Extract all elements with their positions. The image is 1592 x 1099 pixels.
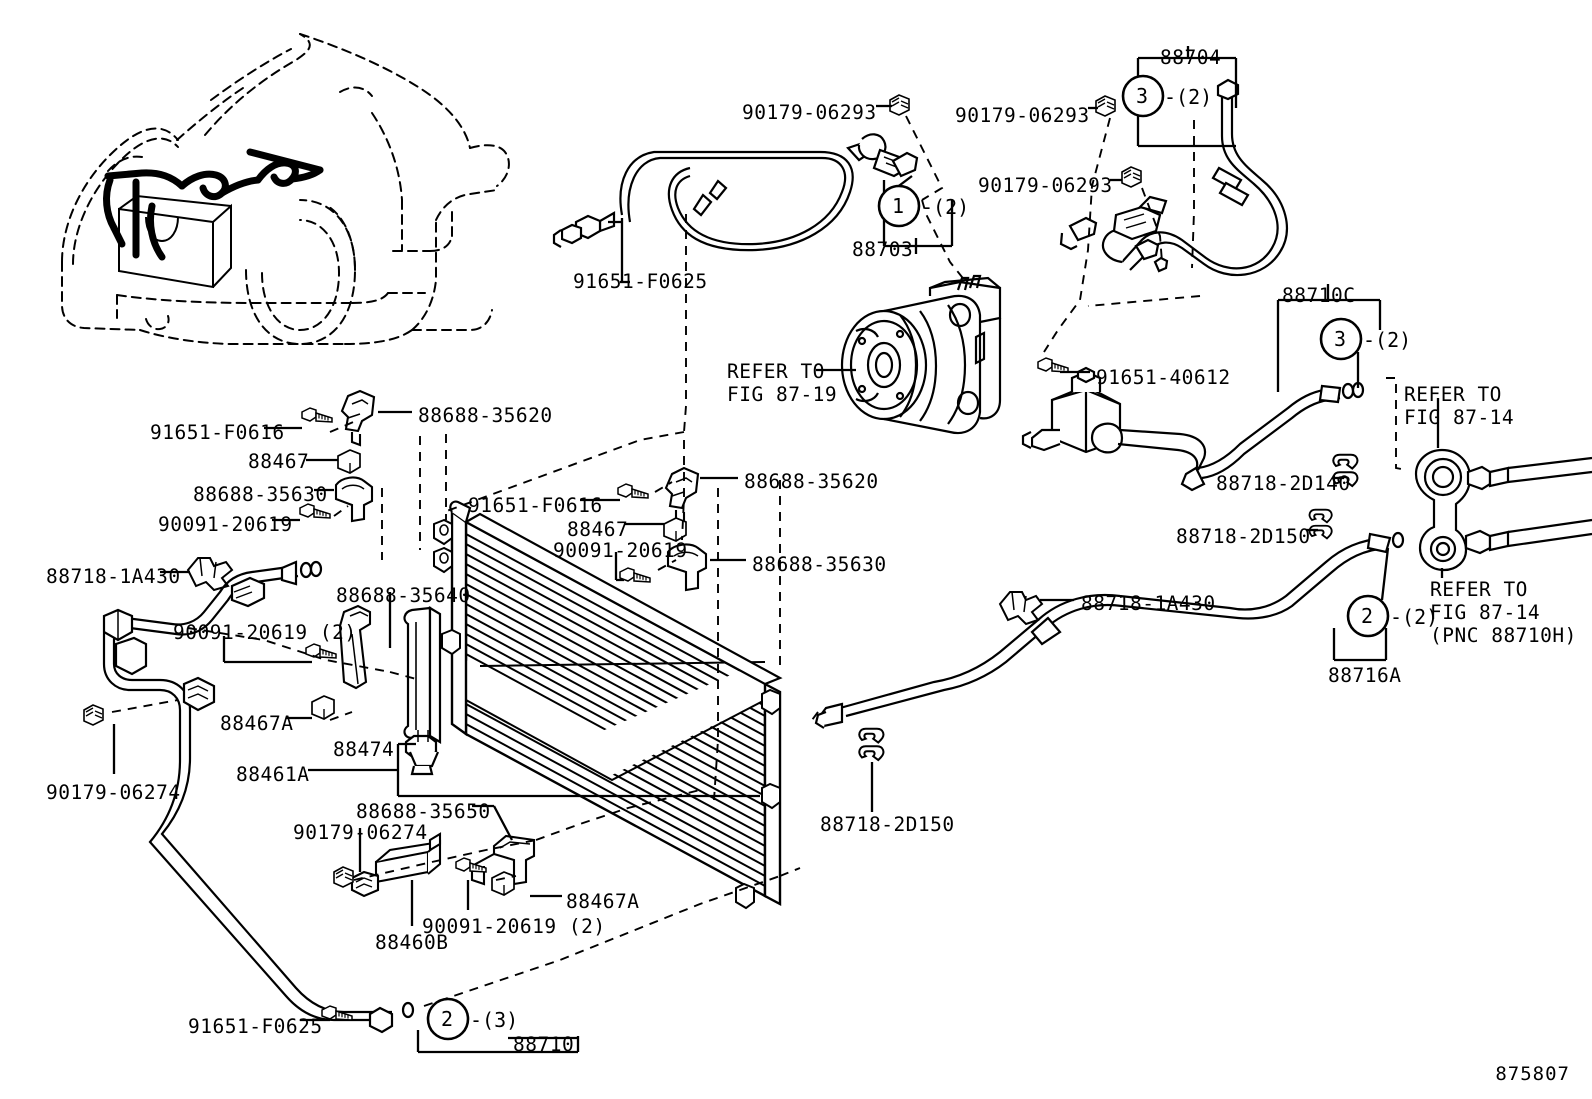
label-88718-2D150-bottom: 88718-2D150 bbox=[820, 813, 955, 836]
label-88688-35640: 88688-35640 bbox=[336, 584, 471, 607]
label-88688-35630-center: 88688-35630 bbox=[752, 553, 887, 576]
part-88718-2D150-clamp-bottom bbox=[858, 727, 885, 761]
label-91651-F0625-bottom: 91651-F0625 bbox=[188, 1015, 323, 1038]
label-88688-35620-center: 88688-35620 bbox=[744, 470, 879, 493]
label-refer-fig-87-14-b: REFER TO FIG 87-14 (PNC 88710H) bbox=[1430, 578, 1577, 647]
part-88688-35630-bracket-left bbox=[334, 476, 374, 523]
cushion-88467A-bottom bbox=[491, 871, 515, 896]
label-91651-F0616-center: 91651-F0616 bbox=[468, 494, 603, 517]
cushion-88467-left bbox=[337, 449, 361, 474]
label-88703: 88703 bbox=[852, 238, 914, 261]
part-88703-discharge-hose bbox=[552, 133, 919, 252]
nut-90179-06274-left bbox=[83, 704, 104, 726]
label-88474: 88474 bbox=[333, 738, 395, 761]
bolt-91651-F0616-center bbox=[617, 483, 649, 499]
label-88718-2D140: 88718-2D140 bbox=[1216, 472, 1351, 495]
bolt-90091-20619-center bbox=[619, 567, 651, 583]
label-88460B: 88460B bbox=[375, 931, 449, 954]
callout-1-suffix: -(2) bbox=[921, 195, 970, 219]
label-refer-fig-87-19: REFER TO FIG 87-19 bbox=[727, 360, 838, 406]
part-88688-35640-bracket bbox=[338, 604, 372, 690]
part-88718-2D150-clamp-right bbox=[1308, 508, 1333, 540]
label-88688-35630-left: 88688-35630 bbox=[193, 483, 328, 506]
part-88710-liquid-tube bbox=[102, 560, 415, 1034]
nut-90179-06274-bottom bbox=[333, 866, 354, 888]
figure-number: 875807 bbox=[1495, 1063, 1570, 1085]
label-90091-20619-2-upper: 90091-20619 (2) bbox=[173, 621, 357, 644]
leader-lines bbox=[112, 46, 1444, 1054]
callout-circles bbox=[426, 74, 1390, 1041]
label-91651-F0625-top: 91651-F0625 bbox=[573, 270, 708, 293]
bolt-91651-40612 bbox=[1037, 357, 1069, 373]
label-90179-06293-c: 90179-06293 bbox=[978, 174, 1113, 197]
part-receiver-drier bbox=[403, 606, 442, 776]
label-90179-06293-a: 90179-06293 bbox=[742, 101, 877, 124]
bolt-90091-20619-left bbox=[299, 503, 331, 519]
label-88718-1A430-left: 88718-1A430 bbox=[46, 565, 181, 588]
assembly-guide-lines bbox=[111, 115, 1407, 1007]
cushion-88467A-top bbox=[311, 695, 335, 720]
part-88718-1A430-clamp-right bbox=[998, 591, 1044, 626]
vehicle-illustration bbox=[61, 33, 510, 346]
label-88467A-top: 88467A bbox=[220, 712, 294, 735]
bolt-91651-F0616-left bbox=[301, 407, 333, 423]
label-88710C: 88710C bbox=[1282, 284, 1356, 307]
label-88718-1A430-right: 88718-1A430 bbox=[1081, 592, 1216, 615]
callout-3-88704-suffix: -(2) bbox=[1164, 85, 1213, 109]
label-88704: 88704 bbox=[1160, 46, 1222, 69]
callout-2-88710-suffix: -(3) bbox=[470, 1008, 519, 1032]
label-88710: 88710 bbox=[513, 1033, 575, 1056]
callout-2-88716A-number: 2 bbox=[1361, 604, 1374, 628]
nut-90179-06293-a bbox=[889, 94, 910, 116]
part-expansion-valve-port bbox=[1414, 448, 1592, 572]
vehicle-ac-hoses-highlight bbox=[103, 148, 324, 261]
label-90179-06293-b: 90179-06293 bbox=[955, 104, 1090, 127]
label-88688-35650: 88688-35650 bbox=[356, 800, 491, 823]
callout-3-88710C-suffix: -(2) bbox=[1363, 328, 1412, 352]
part-88716A-liquid-pipe bbox=[814, 531, 1405, 729]
label-90179-06274-left: 90179-06274 bbox=[46, 781, 181, 804]
part-compressor bbox=[840, 274, 1002, 435]
label-88461A: 88461A bbox=[236, 763, 310, 786]
nut-90179-06293-b bbox=[1095, 95, 1116, 117]
label-refer-fig-87-14-a: REFER TO FIG 87-14 bbox=[1404, 383, 1515, 429]
label-88467-center: 88467 bbox=[567, 518, 629, 541]
nut-90179-06293-c bbox=[1121, 166, 1142, 188]
callout-2-88710-number: 2 bbox=[441, 1007, 454, 1031]
label-91651-40612: 91651-40612 bbox=[1096, 366, 1231, 389]
part-88688-35620-bracket-left bbox=[340, 389, 376, 447]
callout-3-88704-number: 3 bbox=[1136, 84, 1149, 108]
label-88467-left: 88467 bbox=[248, 450, 310, 473]
label-90091-20619-2-lower: 90091-20619 (2) bbox=[422, 915, 606, 938]
vehicle-ac-unit-box bbox=[118, 194, 232, 289]
callout-2-88716A-suffix: -(2) bbox=[1390, 605, 1439, 629]
label-88688-35620-left: 88688-35620 bbox=[418, 404, 553, 427]
callout-3-88710C-number: 3 bbox=[1334, 327, 1347, 351]
part-88718-1A430-clamp-left bbox=[186, 557, 234, 592]
callout-1-number: 1 bbox=[892, 194, 905, 218]
label-88716A: 88716A bbox=[1328, 664, 1402, 687]
part-88461A-condenser bbox=[433, 500, 783, 910]
bolt-90091-20619-drier bbox=[305, 643, 337, 659]
label-90179-06274-bottom: 90179-06274 bbox=[293, 821, 428, 844]
label-91651-F0616-left: 91651-F0616 bbox=[150, 421, 285, 444]
label-90091-20619-center: 90091-20619 bbox=[553, 539, 688, 562]
label-88467A-bottom: 88467A bbox=[566, 890, 640, 913]
part-88688-35620-bracket-center bbox=[664, 466, 700, 525]
part-88688-35630-bracket-center bbox=[666, 543, 708, 592]
label-90091-20619-left: 90091-20619 bbox=[158, 513, 293, 536]
part-88710C-suction-tube bbox=[1180, 381, 1365, 492]
label-88718-2D150-right: 88718-2D150 bbox=[1176, 525, 1311, 548]
